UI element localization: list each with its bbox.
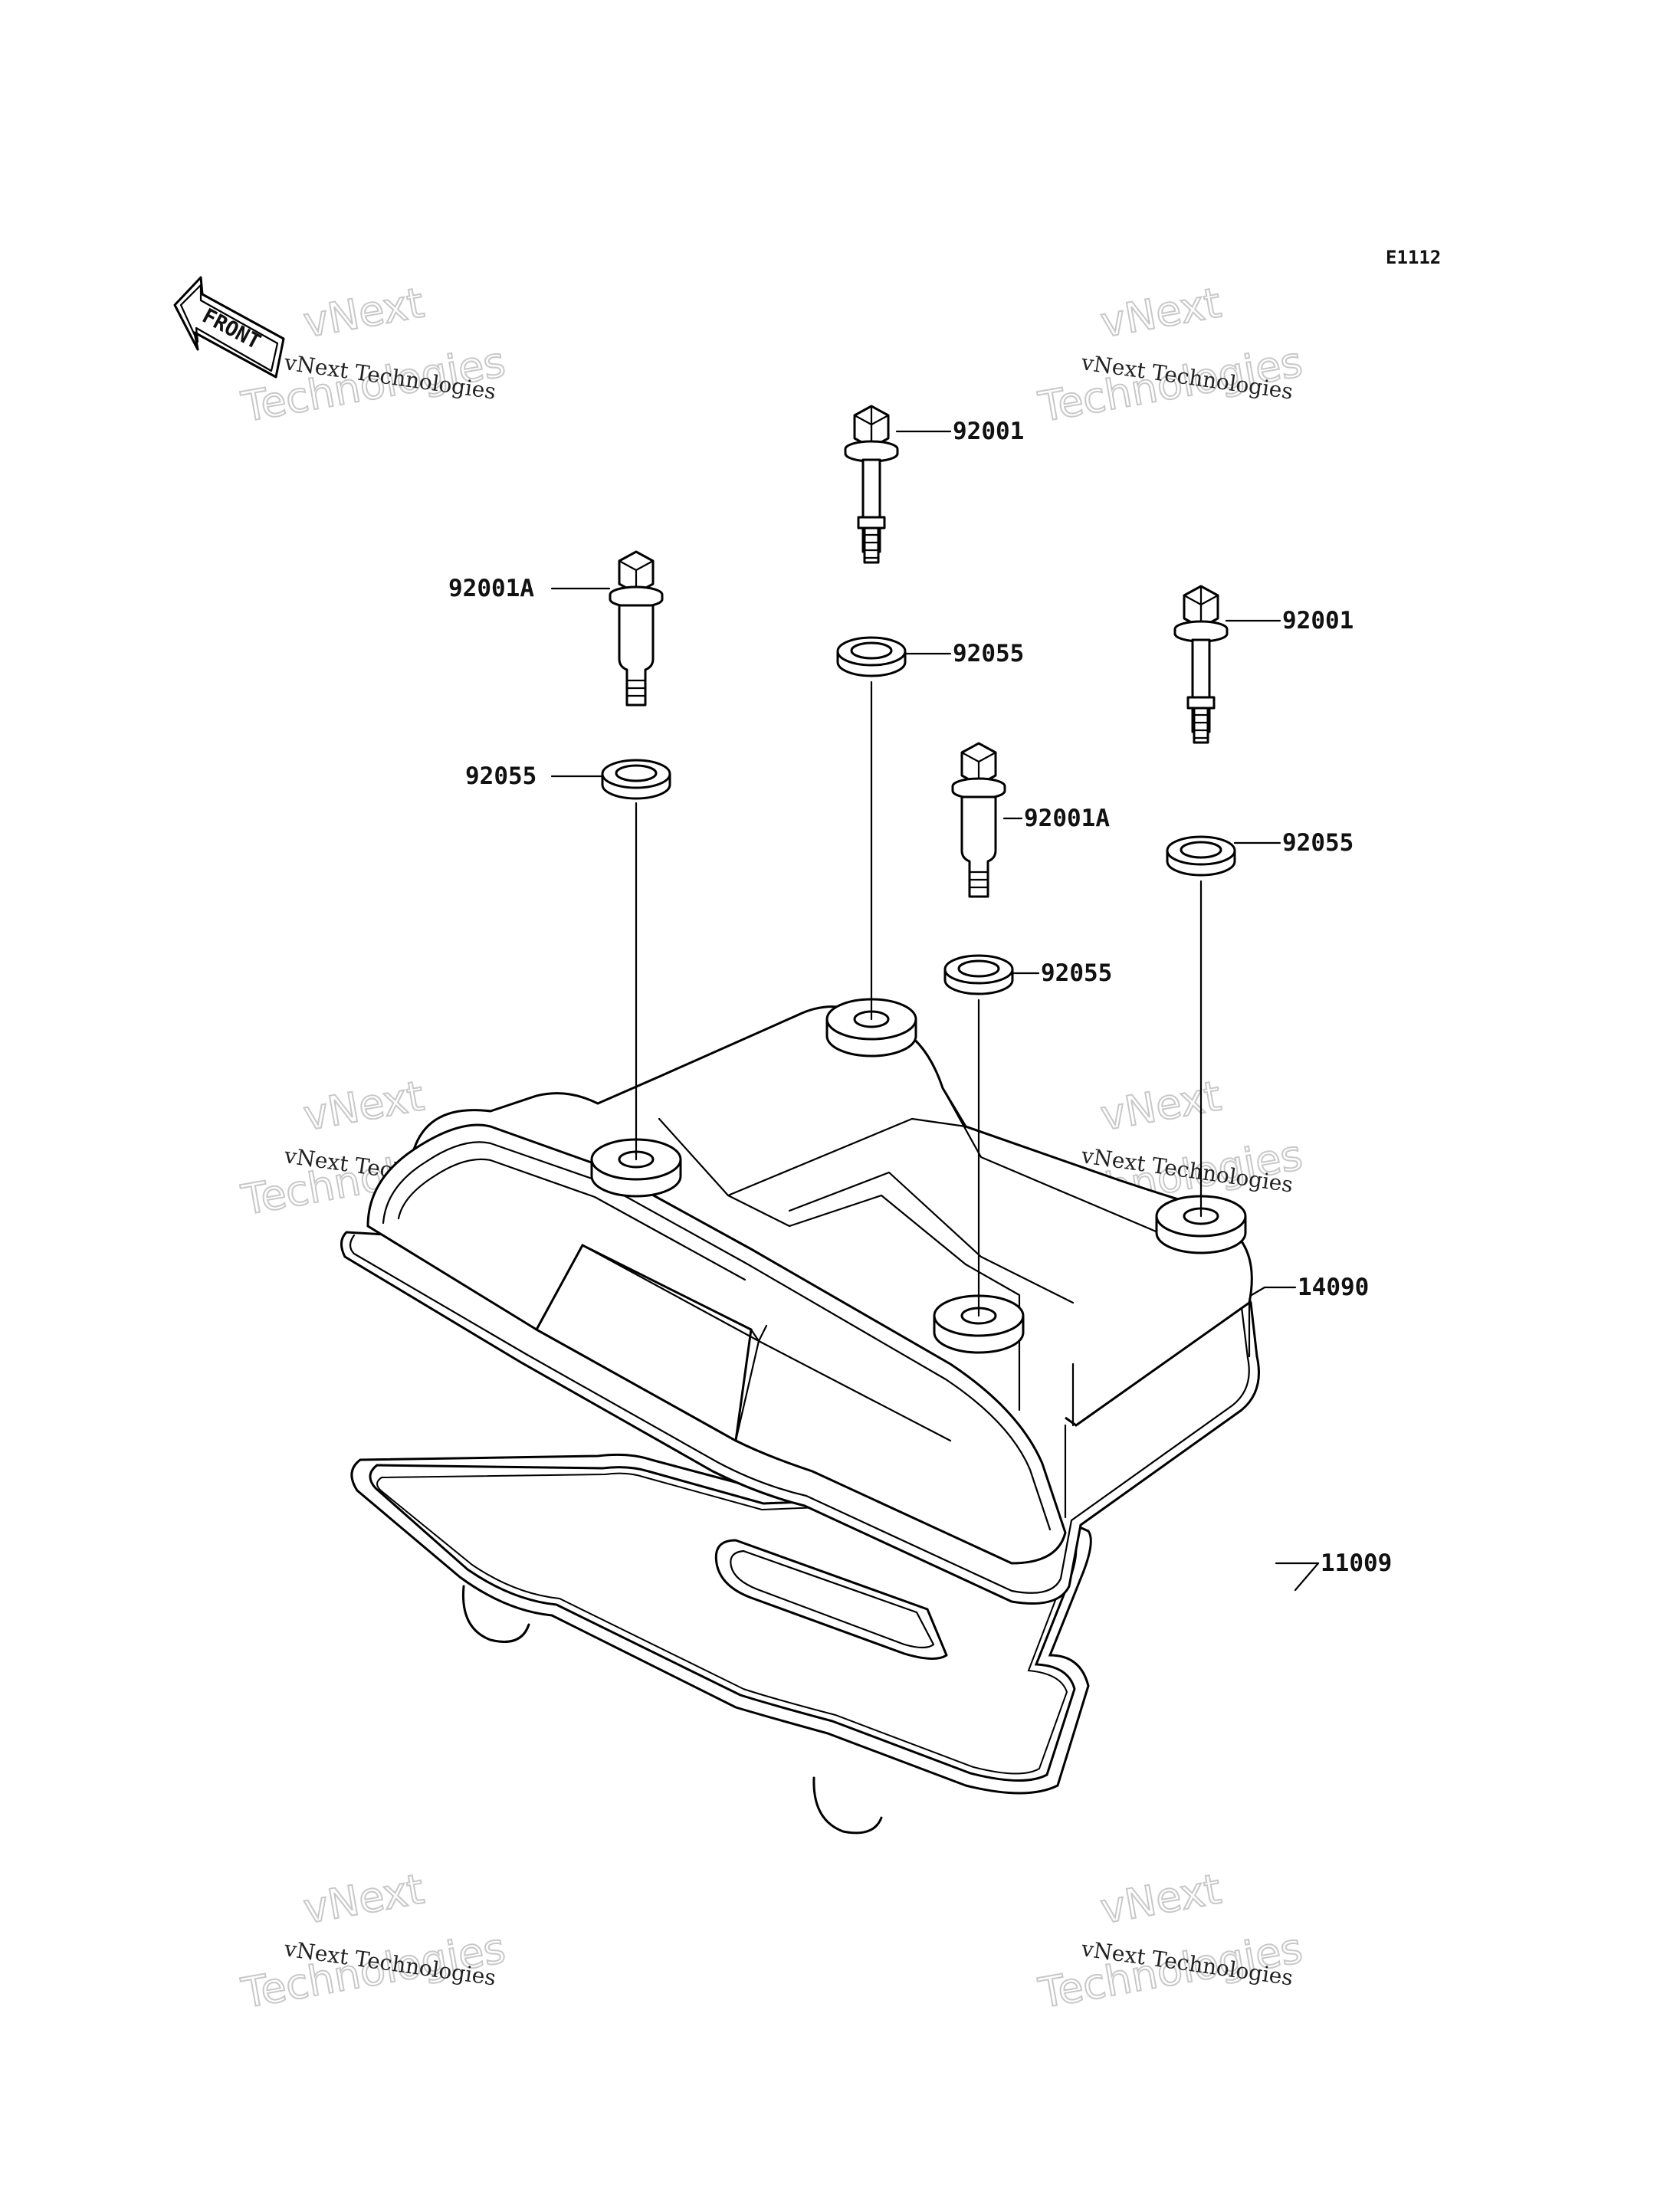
svg-text:vNext: vNext xyxy=(300,1864,427,1933)
bolt-top xyxy=(844,405,899,564)
front-arrow-icon: FRONT xyxy=(173,276,285,379)
svg-text:vNext: vNext xyxy=(300,1071,427,1139)
diagram-code: E1112 xyxy=(1386,247,1441,268)
washer-left xyxy=(601,759,671,800)
washer-top xyxy=(836,636,907,677)
leader-lines xyxy=(550,430,1320,1592)
bolt-left xyxy=(609,550,664,707)
bolt-right xyxy=(1173,585,1229,744)
watermark-bottom-left: vNext Technologies vNext Technologies xyxy=(237,1864,510,2018)
label-washer-left: 92055 xyxy=(465,762,536,790)
label-bolt-middle: 92001A xyxy=(1024,805,1110,832)
cylinder-head-cover xyxy=(340,998,1260,1605)
svg-text:vNext: vNext xyxy=(300,278,427,346)
svg-text:vNext: vNext xyxy=(1097,278,1224,346)
label-washer-right: 92055 xyxy=(1282,829,1354,857)
svg-text:vNext: vNext xyxy=(1097,1071,1224,1139)
part-labels: 92001 92001A 92001 92001A 92055 92055 92… xyxy=(448,418,1392,1577)
washer-right xyxy=(1166,835,1236,877)
label-bolt-left: 92001A xyxy=(448,575,534,602)
watermark-bottom-right: vNext Technologies vNext Technologies xyxy=(1034,1864,1307,2018)
label-cylinder-head-cover: 14090 xyxy=(1298,1274,1369,1301)
label-washer-middle: 92055 xyxy=(1041,959,1112,987)
bolt-middle xyxy=(951,742,1006,898)
label-bolt-top: 92001 xyxy=(953,418,1024,445)
label-bolt-right: 92001 xyxy=(1282,607,1354,635)
label-washer-top: 92055 xyxy=(953,640,1024,667)
label-gasket: 11009 xyxy=(1321,1549,1392,1577)
watermark-top-right: vNext Technologies vNext Technologies xyxy=(1034,277,1307,432)
washer-middle xyxy=(943,954,1014,995)
alignment-lines xyxy=(635,680,1203,1317)
svg-text:vNext: vNext xyxy=(1097,1864,1224,1933)
